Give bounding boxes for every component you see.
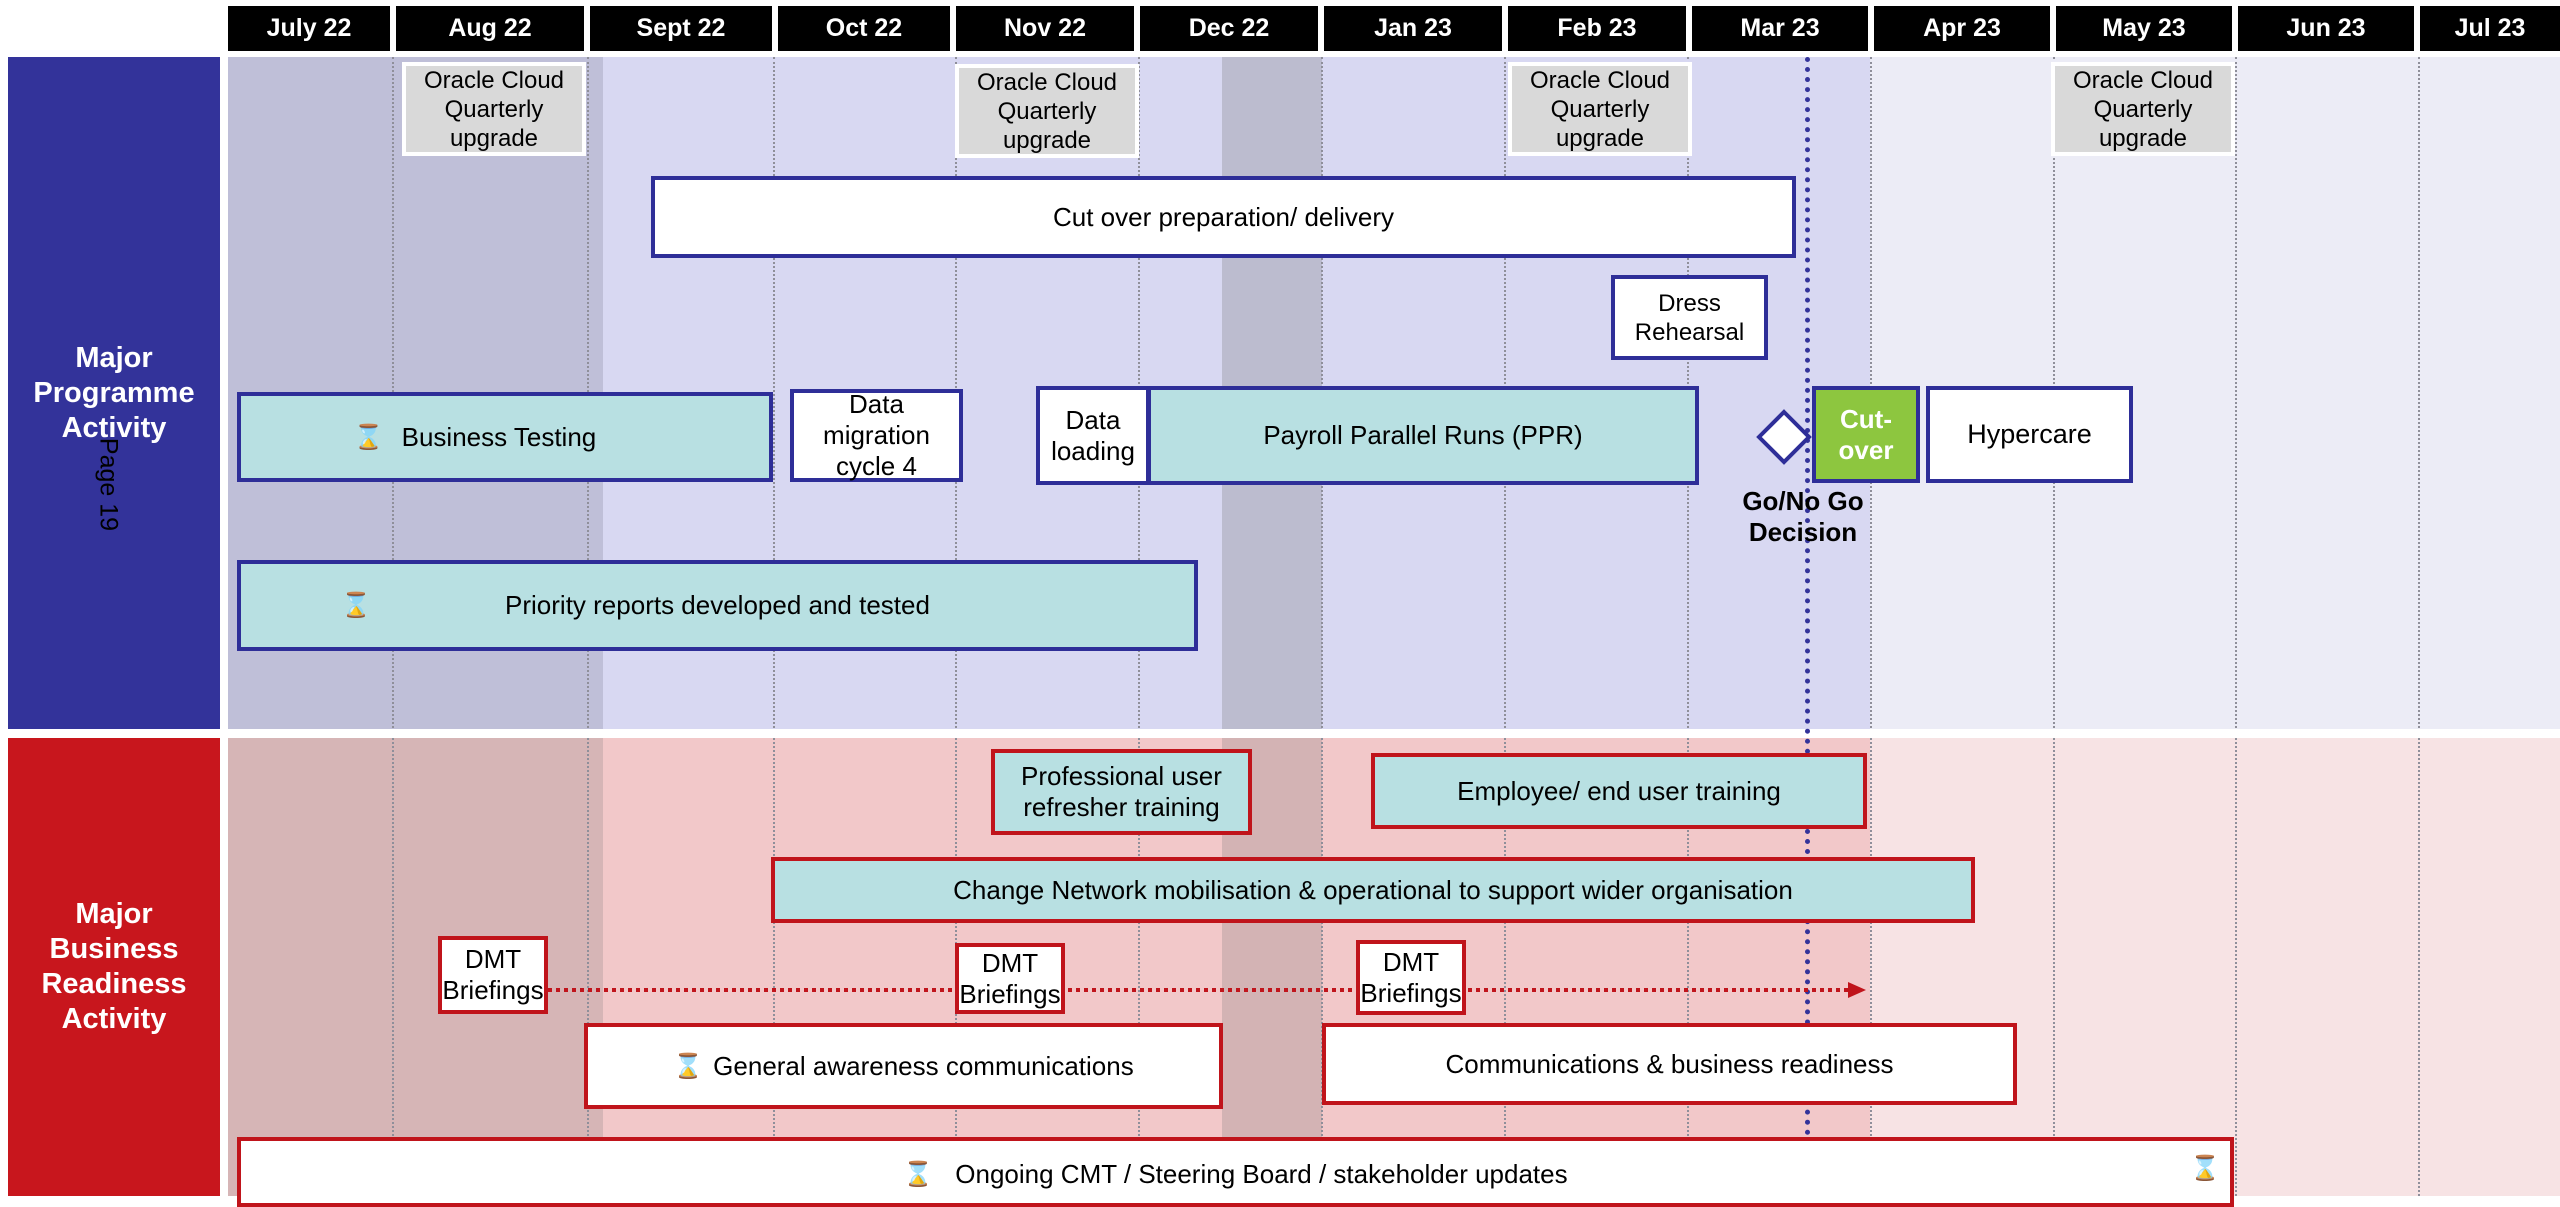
dress-rehearsal-box: Dress Rehearsal [1611,275,1768,360]
decision-date-line [1805,57,1810,1196]
cut-over-preparation-bar: Cut over preparation/ delivery [651,176,1796,258]
payroll-parallel-runs-bar: Payroll Parallel Runs (PPR) [1147,386,1699,485]
gridline [1870,57,1872,1196]
month-header: May 23 [2056,6,2232,51]
general-awareness-bar: ⌛ General awareness communications [584,1023,1223,1109]
ongoing-cmt-label: Ongoing CMT / Steering Board / stakehold… [955,1159,1568,1189]
header-mark [683,0,697,13]
oracle-upgrade-feb: Oracle Cloud Quarterly upgrade [1508,62,1692,156]
priority-reports-bar: ⌛ Priority reports developed and tested [237,560,1198,651]
data-migration-box: Data migration cycle 4 [790,389,963,482]
month-header: Mar 23 [1692,6,1868,51]
section-divider [0,729,2560,738]
hypercare-box: Hypercare [1926,386,2133,483]
hourglass-icon: ⌛ [673,1052,704,1080]
dmt-briefing-jan: DMT Briefings [1356,940,1466,1015]
month-header: Feb 23 [1508,6,1686,51]
page-number-text: Page 19 [94,437,123,532]
ongoing-cmt-bar: ⌛ Ongoing CMT / Steering Board / stakeho… [237,1137,2234,1207]
month-header: Apr 23 [1874,6,2050,51]
cut-over-box: Cut-over [1812,386,1920,483]
month-header: Oct 22 [778,6,950,51]
priority-reports-label: Priority reports developed and tested [505,590,930,620]
month-header: Nov 22 [956,6,1134,51]
change-network-bar: Change Network mobilisation & operationa… [771,857,1975,923]
gridline [2053,57,2055,1196]
business-testing-bar: ⌛ Business Testing [237,392,773,482]
hourglass-icon: ⌛ [903,1161,934,1188]
month-header: Jan 23 [1324,6,1502,51]
month-header: July 22 [228,6,390,51]
hourglass-icon: ⌛ [353,423,384,451]
comms-readiness-bar: Communications & business readiness [1322,1023,2017,1105]
data-loading-box: Data loading [1036,386,1150,485]
month-header: Jun 23 [2238,6,2414,51]
hourglass-icon: ⌛ [2190,1155,2220,1182]
gridline [2235,57,2237,1196]
month-header: Aug 22 [396,6,584,51]
general-awareness-label: General awareness communications [713,1050,1134,1081]
gridline [1321,57,1323,1196]
oracle-upgrade-aug: Oracle Cloud Quarterly upgrade [402,62,586,156]
hourglass-icon: ⌛ [341,592,371,619]
gridline [2418,57,2420,1196]
month-header: Dec 22 [1140,6,1318,51]
gridline [1504,57,1506,1196]
gridline [1687,57,1689,1196]
business-testing-label: Business Testing [401,421,597,452]
month-header: Sept 22 [590,6,772,51]
dmt-timeline-arrow [540,982,1866,998]
oracle-upgrade-nov: Oracle Cloud Quarterly upgrade [955,64,1139,158]
page-number: Page 19 [93,410,123,560]
month-header: Jul 23 [2420,6,2560,51]
section-label-business: Major Business Readiness Activity [8,738,220,1196]
employee-training-bar: Employee/ end user training [1371,753,1867,829]
diamond-icon [1756,409,1812,465]
dmt-briefing-aug: DMT Briefings [438,936,548,1014]
professional-training-bar: Professional user refresher training [991,749,1252,835]
dmt-briefing-nov: DMT Briefings [955,943,1065,1014]
go-no-go-label: Go/No Go Decision [1742,486,1864,547]
section-label-programme: Major Programme Activity [8,57,220,729]
oracle-upgrade-may: Oracle Cloud Quarterly upgrade [2051,62,2235,156]
